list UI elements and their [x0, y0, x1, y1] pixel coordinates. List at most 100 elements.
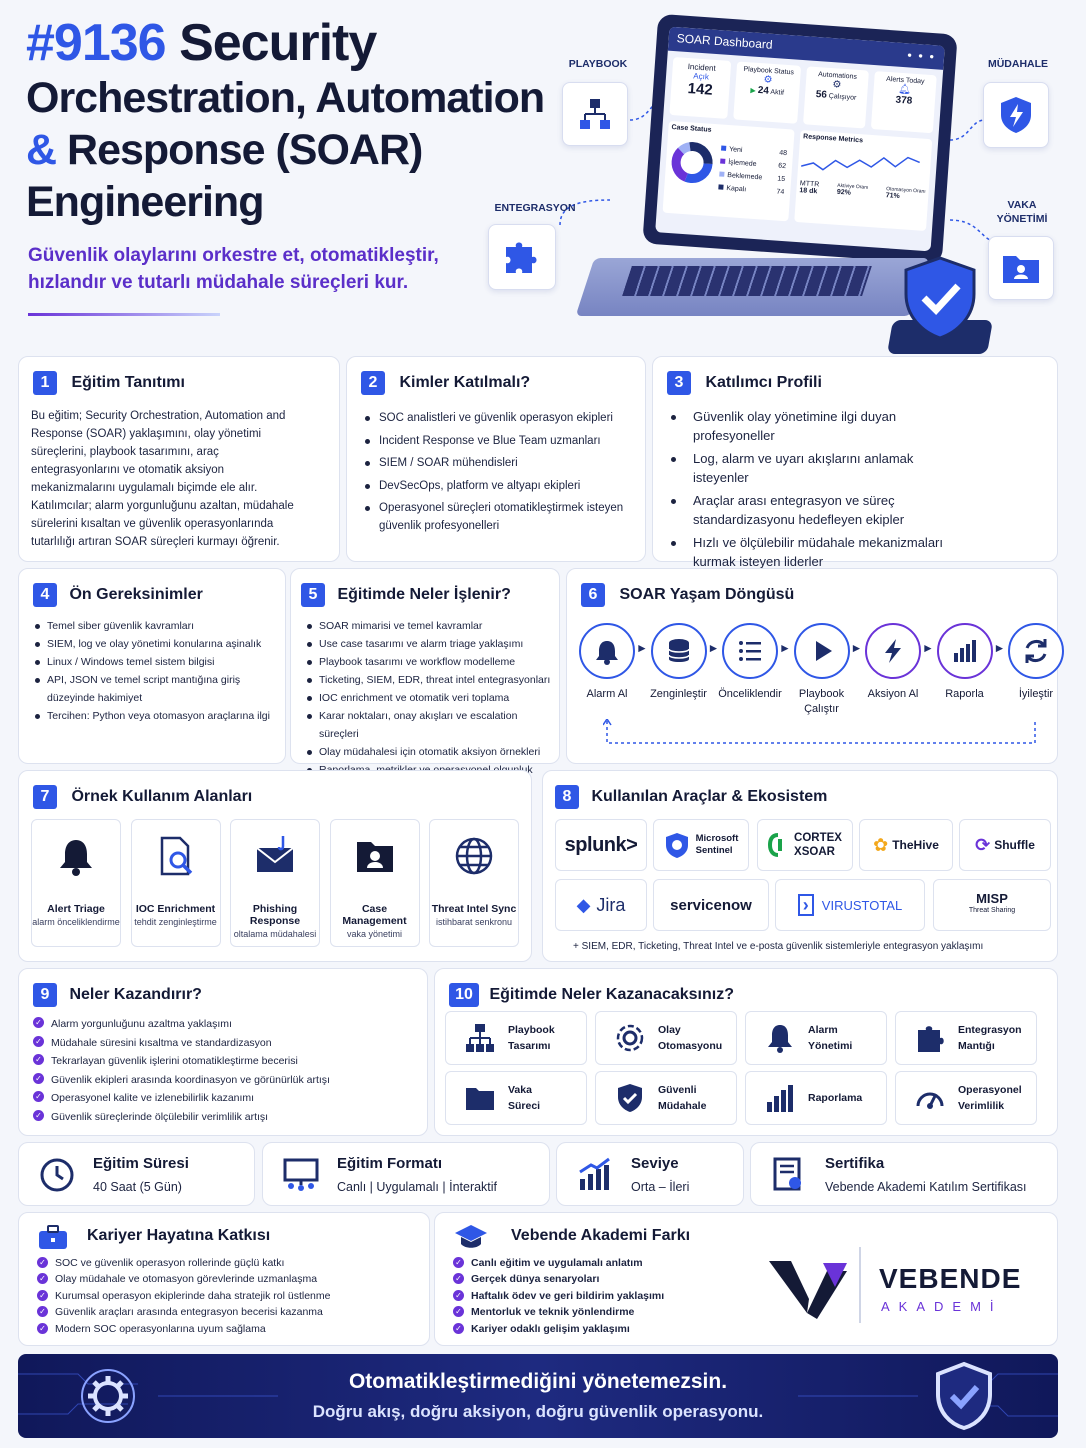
- play-icon: [815, 641, 832, 661]
- gain-label: Raporlama: [808, 1090, 862, 1106]
- section-vebende-farki: Vebende Akademi Farkı Canlı eğitim ve uy…: [434, 1212, 1058, 1346]
- step-arrow-icon: ►: [993, 641, 1006, 655]
- section-number: 4: [33, 583, 57, 607]
- section-number: 1: [33, 371, 57, 395]
- section-title: Kariyer Hayatına Katkısı: [87, 1227, 271, 1244]
- case-status-value: 15: [777, 175, 786, 184]
- gain-label-line-1: Raporlama: [808, 1092, 863, 1104]
- list-item: Olay müdahale ve otomasyon görevlerinde …: [37, 1271, 427, 1287]
- list-item: SOC analistleri ve güvenlik operasyon ek…: [363, 409, 635, 427]
- case-status-label-wrap: Kapalı: [718, 181, 747, 196]
- keyboard: [622, 266, 872, 296]
- section-number: 5: [301, 583, 325, 607]
- bar-chart-icon: [767, 1085, 793, 1112]
- case-folder-icon: [356, 842, 393, 872]
- tools-note: + SIEM, EDR, Ticketing, Threat Intel ve …: [573, 941, 984, 952]
- section-number: 9: [33, 983, 57, 1007]
- tool-misp-label: MISP: [976, 891, 1008, 906]
- title-line-3: Response (SOAR): [67, 126, 423, 174]
- tool-jira: ◆ Jira: [555, 879, 647, 931]
- section-on-gereksinimler: 4 Ön Gereksinimler Temel siber güvenlik …: [18, 568, 286, 764]
- info-value: Canlı | Uygulamalı | İnteraktif: [337, 1180, 498, 1194]
- step-arrow-icon: ►: [850, 641, 863, 655]
- metric-mttr-value: 18 dk: [799, 187, 818, 196]
- usecase-sub: vaka yönetimi: [346, 929, 403, 939]
- list-item: Tekrarlayan güvenlik işlerini otomatikle…: [33, 1052, 413, 1071]
- usecase-title: Threat Intel Sync: [431, 903, 517, 915]
- list-item: Tercihen: Python veya otomasyon araçları…: [33, 707, 281, 725]
- list-item: DevSecOps, platform ve altyapı ekipleri: [363, 477, 635, 495]
- circuit-lines: [18, 1373, 1058, 1417]
- section-number: 7: [33, 785, 57, 809]
- legend-swatch: [721, 145, 727, 151]
- sentinel-shield-icon: [665, 833, 688, 858]
- list-item: Gerçek dünya senaryoları: [453, 1271, 753, 1287]
- section-title: Kimler Katılmalı?: [399, 374, 531, 392]
- kpi-automations-sub: Çalışıyor: [828, 92, 857, 102]
- section-title: SOAR Yaşam Döngüsü: [619, 586, 795, 604]
- alarm-bell-icon: [596, 641, 618, 665]
- kpi-playbook-sub: Aktif: [770, 88, 785, 97]
- section-number: 2: [361, 371, 385, 395]
- dashboard-screen: SOAR Dashboard ● ● ● Incident Açık 142 P…: [655, 26, 945, 252]
- step-arrow-icon: ►: [636, 641, 648, 655]
- usecase-title: Case Management: [342, 903, 407, 927]
- usecase-title: Phishing Response: [249, 903, 301, 927]
- tool-misp-sub: Threat Sharing: [968, 907, 1016, 914]
- cortex-icon: [768, 833, 783, 857]
- laptop-base: [575, 258, 930, 316]
- gain-label-line-2: Mantığı: [958, 1040, 995, 1052]
- list-item: SIEM, log ve olay yönetimi konularına aş…: [33, 635, 281, 653]
- section-title: Örnek Kullanım Alanları: [71, 788, 253, 806]
- window-dots: ● ● ●: [906, 50, 937, 62]
- body-line: entegrasyonlarını ve otomatik aksiyon: [31, 464, 225, 476]
- vebende-logo: VEBENDE AKADEMİ: [767, 1243, 1047, 1333]
- case-status-label: Case Status: [671, 124, 712, 134]
- tool-virustotal-label: VIRUSTOTAL: [821, 897, 903, 913]
- shield-check-icon: [936, 1361, 992, 1431]
- info-title: Eğitim Formatı: [337, 1155, 443, 1172]
- lifecycle-step-5: [865, 623, 921, 679]
- lifecycle-step-label: Playbook Çalıştır: [798, 688, 845, 715]
- callout-entegrasyon-box: [488, 224, 556, 290]
- phishing-mail-icon: [256, 836, 294, 872]
- list-item: Güvenlik ekipleri arasında koordinasyon …: [33, 1071, 413, 1090]
- case-status-label: Beklemede: [727, 172, 763, 182]
- case-status-donut: [671, 142, 713, 184]
- tool-thehive: ✿ TheHive: [859, 819, 953, 871]
- body-line: süreçlerini, playbook tasarımını, araç: [31, 446, 219, 458]
- graduation-cap-icon: [455, 1225, 487, 1248]
- info-value: 40 Saat (5 Gün): [93, 1180, 182, 1194]
- body-line: Bu eğitim; Security Orchestration, Autom…: [31, 410, 286, 422]
- lifecycle-step-label: Önceliklendir: [718, 688, 782, 700]
- certificate-icon: [773, 1157, 801, 1191]
- vebende-v-icon: [769, 1261, 847, 1319]
- step-arrow-icon: ►: [779, 641, 791, 655]
- globe-icon: [455, 837, 493, 875]
- section-list: SOC ve güvenlik operasyon rollerinde güç…: [37, 1255, 427, 1337]
- subtitle-underline: [28, 313, 220, 316]
- callout-vaka-label: VAKA YÖNETİMİ: [986, 198, 1058, 226]
- gear-cycle-icon: [616, 1024, 644, 1052]
- virustotal-icon: ›: [797, 894, 814, 916]
- response-line-chart: [800, 156, 920, 171]
- body-line: mekanizmalarını uygulamalı biçimde ele a…: [31, 482, 258, 494]
- list-item: Araçlar arası entegrasyon ve süreç stand…: [669, 491, 969, 529]
- bell-icon: [60, 840, 92, 876]
- section-egitim-tanitimi: 1 Eğitim Tanıtımı Bu eğitim; Security Or…: [18, 356, 340, 562]
- kpi-alerts: Alerts Today 🔔︎ 378: [870, 71, 937, 134]
- gain-label-line-1: Playbook: [508, 1024, 555, 1036]
- case-status-value: 62: [778, 162, 787, 171]
